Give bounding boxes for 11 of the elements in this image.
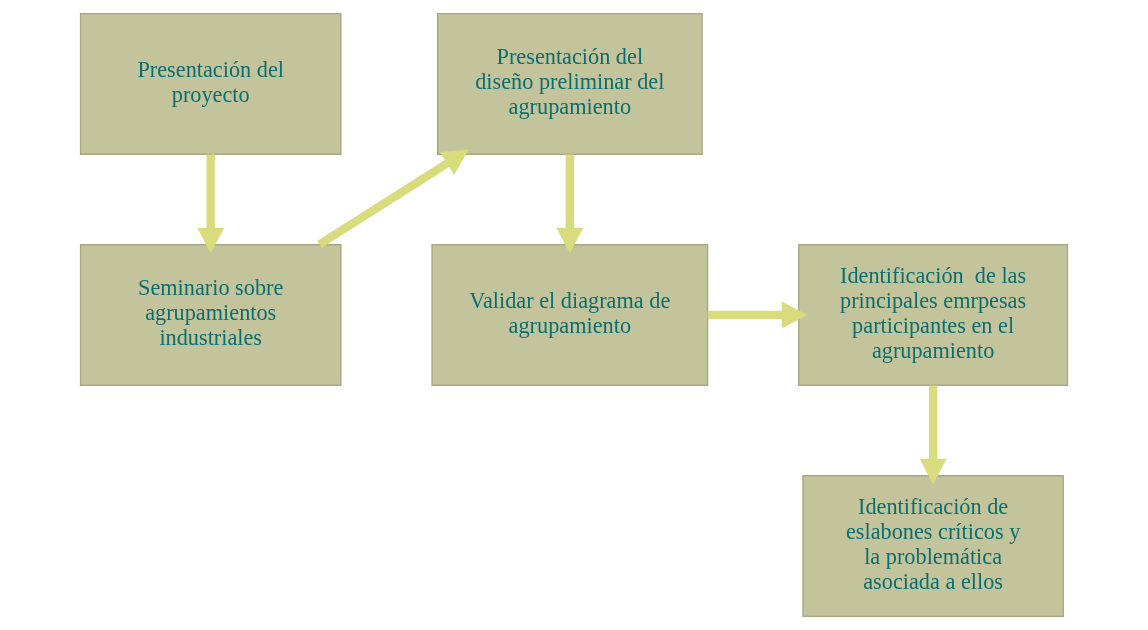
- arrow: [197, 154, 225, 254]
- arrow: [317, 149, 469, 248]
- node-box: Identificación de eslabones críticos y la problemática asociada a ellos: [802, 475, 1064, 618]
- node-box: Presentación del proyecto: [79, 12, 342, 155]
- arrow: [919, 385, 947, 485]
- node-box: Validar el diagrama de agrupamiento: [431, 244, 709, 386]
- node-box: Presentación del diseño preliminar del agrupamiento: [436, 12, 703, 155]
- node-box: Seminario sobre agrupamientos industriales: [79, 244, 342, 386]
- arrow: [556, 154, 584, 254]
- node-box: Identificación de las principales emrpesas participantes en el agrupamiento: [798, 244, 1069, 386]
- arrow: [707, 301, 808, 329]
